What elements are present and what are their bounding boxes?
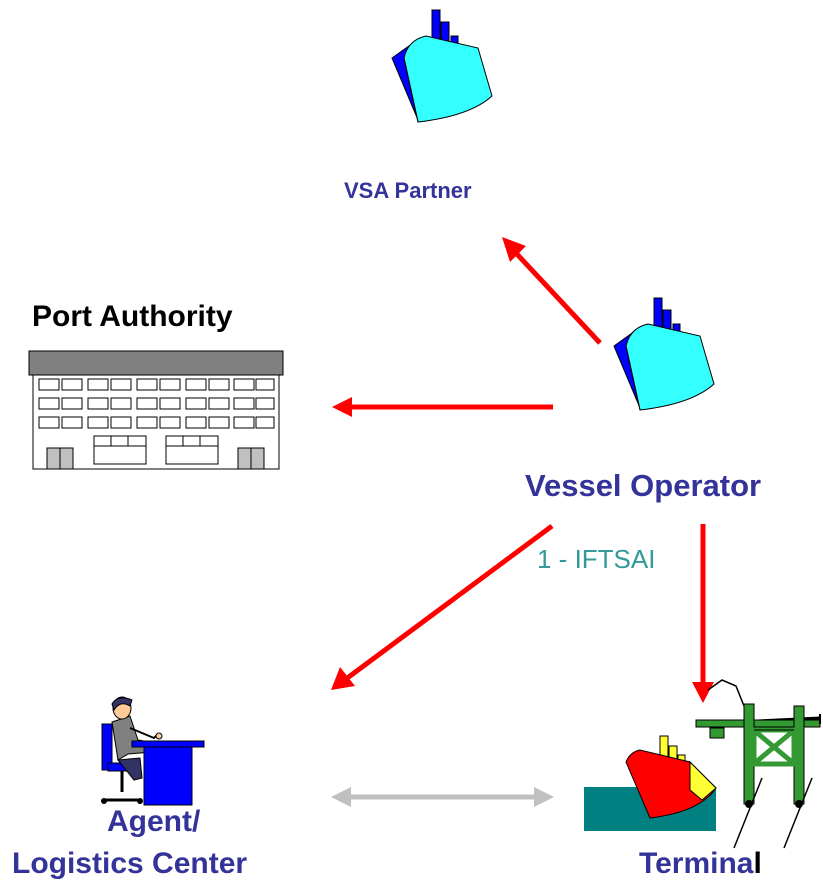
label-vsa-partner: VSA Partner [344,178,472,203]
vessel-operator-ship-icon [613,297,715,411]
label-vessel-operator: Vessel Operator [525,468,762,503]
arrow-vessel-to-terminal [692,524,714,703]
message-label-iftsai: 1 - IFTSAI [537,544,655,574]
label-agent-line1: Agent/ [107,805,201,838]
label-agent-line2: Logistics Center [12,847,248,880]
label-terminal-last: l [753,847,762,880]
building-icon [28,350,284,470]
label-terminal-main: Termina [639,847,754,880]
office-worker-icon [101,696,205,806]
arrow-vessel-to-vsa [502,237,602,345]
label-port-authority: Port Authority [32,300,233,333]
arrow-agent-terminal-two-way [331,787,554,807]
terminal-crane-icon [584,679,821,849]
arrow-vessel-to-agent [331,523,554,690]
arrow-vessel-to-port [332,397,553,417]
vsa-ship-icon [391,9,493,123]
label-terminal: Terminal [639,849,762,879]
